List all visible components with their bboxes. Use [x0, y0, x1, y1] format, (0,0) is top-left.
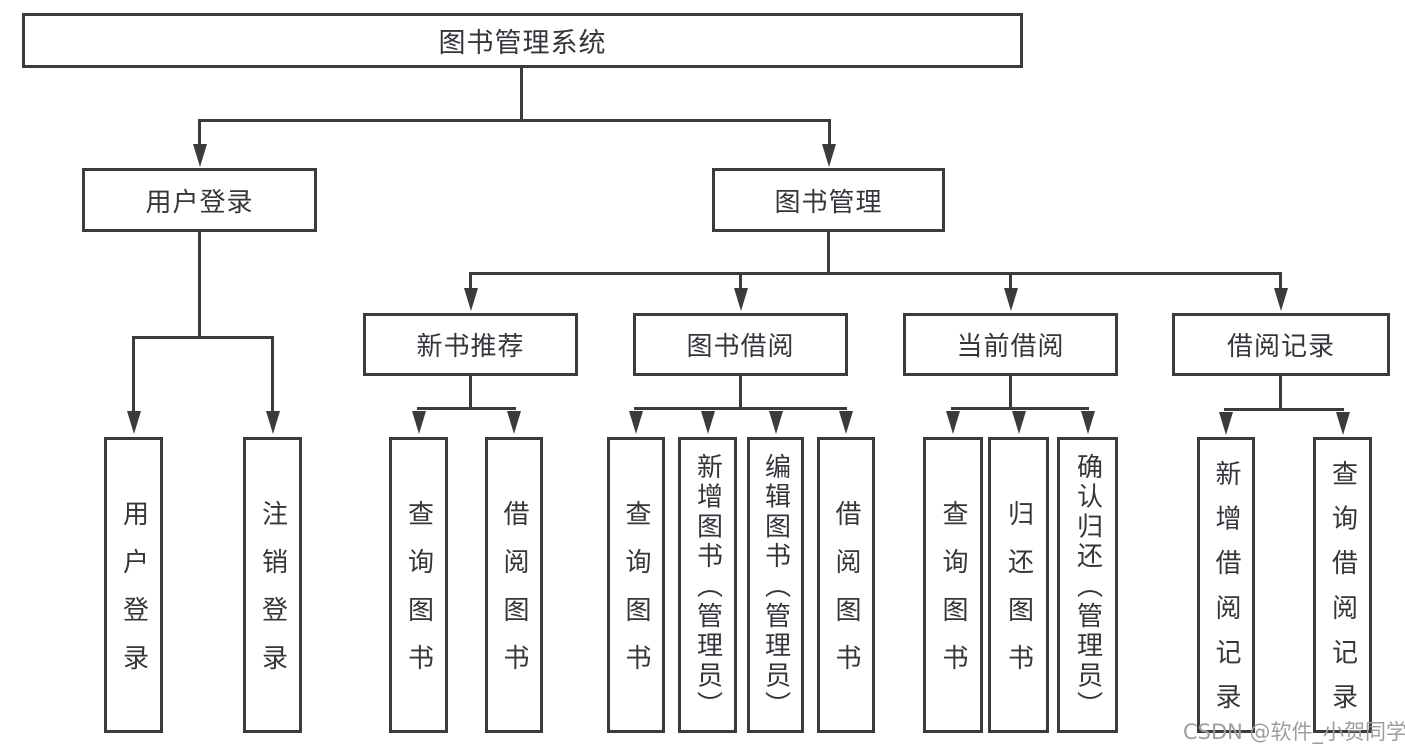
leaf-user-login: 用户登录 [104, 437, 163, 733]
arrowhead-to-leaf-query-book-2 [629, 411, 643, 434]
leaf-logout: 注销登录 [243, 437, 302, 733]
node-current-borrow-label: 当前借阅 [956, 332, 1065, 362]
node-borrow-records-label: 借阅记录 [1226, 332, 1335, 362]
arrowhead-to-leaf-logout [265, 411, 280, 434]
leaf-borrow-book-2-label: 借阅图书 [831, 500, 861, 692]
node-root-label: 图书管理系统 [438, 28, 607, 59]
leaf-user-login-label: 用户登录 [118, 500, 149, 692]
leaf-query-book-1-label: 查询图书 [403, 500, 434, 692]
connector-borrow-stem [739, 376, 742, 410]
csdn-watermark: CSDN @软件_小贺同学 [1183, 720, 1405, 744]
connector-root-right-drop [828, 119, 831, 147]
connector-current-stem [1009, 376, 1012, 410]
leaf-logout-label: 注销登录 [257, 500, 288, 692]
node-new-book-recommend: 新书推荐 [363, 313, 578, 376]
leaf-confirm-return-admin: 确认归还（管理员） [1057, 437, 1118, 733]
connector-root-left-drop [198, 119, 201, 147]
leaf-query-book-1: 查询图书 [389, 437, 448, 733]
arrowhead-to-leaf-edit-book [768, 411, 783, 434]
leaf-borrow-book-2: 借阅图书 [817, 437, 875, 733]
connector-records-branch [1224, 408, 1344, 411]
node-user-login: 用户登录 [82, 168, 317, 232]
node-book-borrow: 图书借阅 [633, 313, 848, 376]
connector-bookmgmt-branch [469, 272, 1282, 275]
leaf-query-borrow-record-label: 查询借阅记录 [1327, 460, 1358, 729]
connector-userlogin-drop2 [271, 336, 274, 414]
connector-root-branch [198, 119, 831, 122]
leaf-add-book-admin: 新增图书（管理员） [678, 437, 737, 733]
arrowhead-to-borrow-records [1274, 288, 1288, 311]
arrowhead-to-new-book-recommend [463, 288, 478, 311]
connector-newbook-branch [417, 407, 516, 410]
node-root-library-system: 图书管理系统 [22, 13, 1023, 68]
arrowhead-to-user-login [192, 144, 207, 167]
arrowhead-to-leaf-user-login [126, 411, 141, 434]
connector-bookmgmt-drop1 [469, 272, 472, 290]
node-book-management-label: 图书管理 [774, 187, 883, 218]
arrowhead-to-leaf-borrow-book-2 [839, 411, 853, 434]
arrowhead-to-leaf-add-book [700, 411, 715, 434]
arrowhead-to-leaf-borrow-book-1 [507, 411, 521, 434]
arrowhead-to-book-management [822, 144, 836, 167]
connector-userlogin-branch [132, 336, 274, 339]
connector-bookmgmt-drop4 [1279, 272, 1282, 290]
arrowhead-to-leaf-query-book-1 [411, 411, 426, 434]
connector-userlogin-stem [198, 232, 201, 339]
leaf-borrow-book-1: 借阅图书 [485, 437, 543, 733]
leaf-query-borrow-record: 查询借阅记录 [1313, 437, 1372, 733]
arrowhead-to-leaf-add-record [1219, 412, 1233, 435]
connector-userlogin-drop1 [132, 336, 135, 414]
arrowhead-to-leaf-return-book [1011, 411, 1026, 434]
arrowhead-to-current-borrow [1003, 288, 1018, 311]
leaf-confirm-return-admin-label: 确认归还（管理员） [1072, 452, 1103, 721]
leaf-query-book-2-label: 查询图书 [621, 500, 651, 692]
leaf-return-book-label: 归还图书 [1003, 500, 1034, 692]
arrowhead-to-leaf-confirm-return [1080, 411, 1095, 434]
leaf-borrow-book-1-label: 借阅图书 [499, 500, 529, 692]
node-book-borrow-label: 图书借阅 [686, 332, 795, 362]
leaf-edit-book-admin-label: 编辑图书（管理员） [760, 452, 791, 721]
leaf-query-book-3-label: 查询图书 [938, 500, 968, 692]
leaf-query-book-2: 查询图书 [607, 437, 665, 733]
node-user-login-label: 用户登录 [145, 187, 254, 218]
node-book-management: 图书管理 [712, 168, 945, 232]
connector-newbook-stem [469, 376, 472, 410]
connector-bookmgmt-drop2 [739, 272, 742, 290]
connector-bookmgmt-drop3 [1009, 272, 1012, 290]
node-borrow-records: 借阅记录 [1172, 313, 1390, 376]
arrowhead-to-book-borrow [733, 288, 748, 311]
arrowhead-to-leaf-query-book-3 [946, 411, 960, 434]
connector-current-branch [951, 407, 1089, 410]
connector-borrow-branch [634, 407, 847, 410]
connector-bookmgmt-stem [827, 232, 830, 275]
leaf-edit-book-admin: 编辑图书（管理员） [747, 437, 804, 733]
leaf-query-book-3: 查询图书 [923, 437, 983, 733]
node-new-book-recommend-label: 新书推荐 [416, 332, 525, 362]
connector-records-stem [1279, 376, 1282, 411]
leaf-return-book: 归还图书 [988, 437, 1049, 733]
arrowhead-to-leaf-query-record [1335, 412, 1350, 435]
leaf-add-borrow-record: 新增借阅记录 [1197, 437, 1255, 733]
connector-root-stem [520, 68, 523, 122]
leaf-add-borrow-record-label: 新增借阅记录 [1211, 460, 1241, 729]
node-current-borrow: 当前借阅 [903, 313, 1118, 376]
leaf-add-book-admin-label: 新增图书（管理员） [692, 452, 723, 721]
